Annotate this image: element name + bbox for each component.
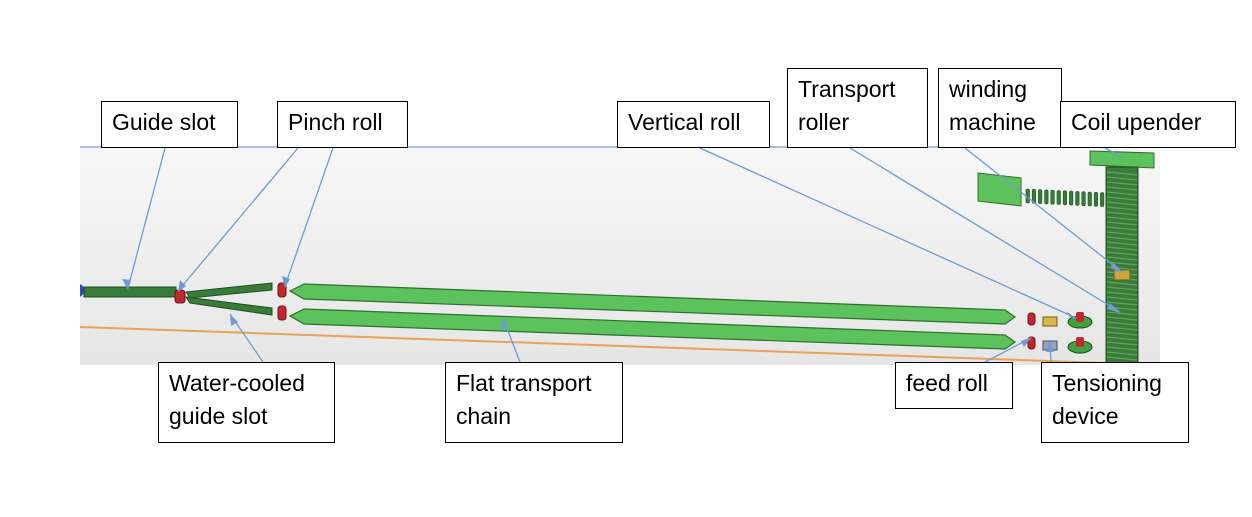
- leader-vertical-roll: [699, 147, 1077, 319]
- winding-coil: [1031, 189, 1036, 204]
- arrow-head-icon: [178, 280, 186, 292]
- arrow-head-icon: [282, 276, 290, 288]
- arrow-head-icon: [230, 314, 238, 326]
- coil-stripe: [1106, 186, 1138, 191]
- leader-transport-roller: [849, 147, 1121, 313]
- coil-stripe: [1106, 346, 1138, 351]
- label-vertical-roll: Vertical roll: [617, 101, 770, 148]
- vertical-roll-lower: [1076, 337, 1084, 347]
- coil-upender-top: [1089, 150, 1155, 169]
- label-guide-slot: Guide slot: [101, 101, 238, 148]
- label-coil-upender: Coil upender: [1060, 101, 1236, 148]
- feed-roll-upper: [1027, 312, 1036, 326]
- flat-transport-chain-upper: [288, 283, 1017, 325]
- winding-coil: [1093, 192, 1098, 207]
- coil-stripe: [1106, 236, 1138, 241]
- coil-stripe: [1106, 316, 1138, 321]
- coil-stripe: [1106, 231, 1138, 236]
- coil-stripe: [1106, 206, 1138, 211]
- winding-coil: [1050, 189, 1055, 205]
- vertical-roll-upper: [1076, 312, 1084, 322]
- coil-stripe: [1106, 286, 1138, 291]
- leader-guide-slot: [127, 147, 166, 289]
- label-water-cooled-guide-slot: Water-cooled guide slot: [158, 362, 335, 443]
- feed-roll-lower: [1027, 336, 1036, 350]
- pinch-roll-upper: [277, 282, 287, 298]
- flat-transport-chain-lower: [288, 308, 1017, 350]
- coil-stripe: [1106, 251, 1138, 256]
- coil-stripe: [1106, 301, 1138, 306]
- arrow-head-icon: [500, 318, 508, 329]
- leader-pinch-roll-b: [284, 147, 334, 287]
- coil-stripe: [1106, 321, 1138, 326]
- winding-machine-coils: [1025, 188, 1105, 207]
- arrow-head-icon: [1066, 311, 1077, 319]
- coil-stripe: [1106, 351, 1138, 356]
- label-tensioning-device: Tensioning device: [1041, 362, 1189, 443]
- coil-stripe: [1106, 226, 1138, 231]
- coil-stripe: [1106, 296, 1138, 301]
- coil-stripe: [1106, 341, 1138, 346]
- coil-stripe: [1106, 221, 1138, 226]
- label-pinch-roll: Pinch roll: [277, 101, 408, 148]
- winding-coil: [1038, 189, 1043, 204]
- winding-coil: [1081, 191, 1086, 206]
- label-transport-roller: Transport roller: [787, 68, 928, 148]
- label-winding-machine: winding machine: [938, 68, 1062, 148]
- winding-coil: [1056, 190, 1061, 205]
- coil-stripe: [1106, 201, 1138, 206]
- coil-stripe: [1106, 326, 1138, 331]
- arrow-head-icon: [122, 279, 131, 290]
- coil-stripe: [1106, 241, 1138, 246]
- coil-stripe: [1106, 336, 1138, 341]
- water-cooled-guide-lower: [184, 296, 273, 316]
- water-cooled-guide-upper: [185, 282, 273, 299]
- guide-slot-body: [83, 286, 177, 298]
- tensioning-device-upper: [1042, 316, 1058, 327]
- arrow-head-icon: [1046, 342, 1054, 352]
- transport-roller-on-column: [1113, 269, 1131, 281]
- winding-coil: [1044, 189, 1049, 205]
- coil-stripe: [1106, 281, 1138, 286]
- coil-stripe: [1106, 356, 1138, 361]
- arrow-head-icon: [1021, 337, 1032, 347]
- winding-coil: [1087, 191, 1092, 207]
- coil-stripe: [1106, 261, 1138, 266]
- coil-stripe: [1106, 311, 1138, 316]
- coil-stripe: [1106, 246, 1138, 251]
- leader-coil-upender: [1104, 147, 1123, 158]
- pinch-roll-lower: [277, 305, 287, 321]
- pinch-roll-left: [174, 289, 186, 304]
- coil-upender-coils: [1106, 171, 1138, 361]
- coil-stripe: [1106, 196, 1138, 201]
- coil-stripe: [1106, 176, 1138, 181]
- label-feed-roll: feed roll: [895, 362, 1013, 409]
- coil-stripe: [1106, 331, 1138, 336]
- winding-coil: [1075, 191, 1080, 206]
- winding-machine-body: [977, 172, 1022, 207]
- leader-winding-machine: [964, 147, 1123, 273]
- coil-stripe: [1106, 291, 1138, 296]
- coil-stripe: [1106, 211, 1138, 216]
- leader-pinch-roll-a: [177, 147, 299, 292]
- arrow-head-icon: [1107, 303, 1121, 313]
- coil-stripe: [1106, 171, 1138, 176]
- coil-stripe: [1106, 256, 1138, 261]
- winding-coil: [1062, 190, 1067, 206]
- floor-line: [79, 326, 1106, 364]
- label-flat-transport-chain: Flat transport chain: [445, 362, 623, 443]
- coil-stripe: [1106, 216, 1138, 221]
- coil-stripe: [1106, 181, 1138, 186]
- arrow-head-icon: [1110, 262, 1123, 273]
- winding-coil: [1100, 192, 1105, 207]
- coil-stripe: [1106, 191, 1138, 196]
- winding-coil: [1069, 190, 1074, 206]
